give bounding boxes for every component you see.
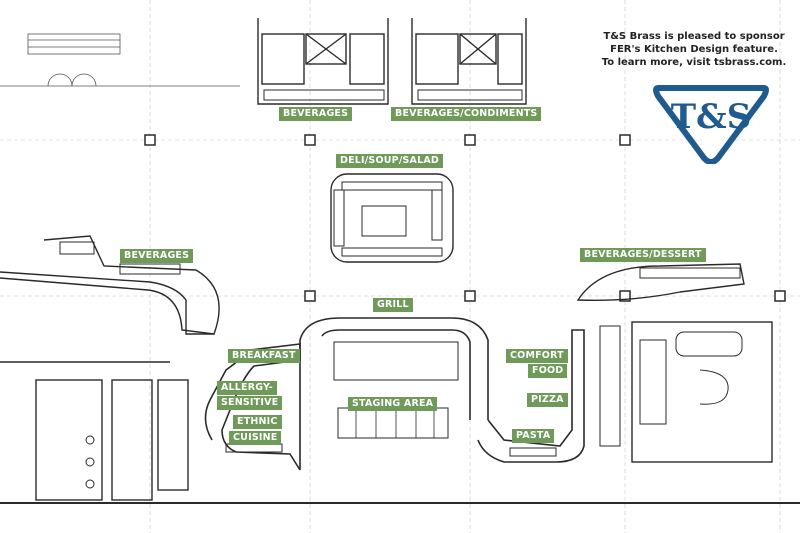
sponsor-line-2: FER's Kitchen Design feature. [610, 44, 778, 55]
label-beverages-condiments: BEVERAGES/CONDIMENTS [391, 107, 542, 121]
sponsor-line-1: T&S Brass is pleased to sponsor [603, 31, 785, 42]
lower-left-rooms [0, 361, 800, 504]
deli-island [330, 173, 454, 263]
label-food: FOOD [528, 364, 568, 378]
structural-columns [144, 134, 786, 302]
right-dessert-counter [576, 263, 745, 302]
sponsor-line-3: To learn more, visit tsbrass.com. [601, 57, 787, 68]
label-breakfast: BREAKFAST [228, 349, 300, 363]
label-beverages-dessert: BEVERAGES/DESSERT [580, 248, 706, 262]
label-deli-soup-salad: DELI/SOUP/SALAD [336, 154, 443, 168]
top-beverage-rooms [257, 18, 527, 105]
top-left-entry [0, 33, 240, 87]
label-beverages-top: BEVERAGES [279, 107, 353, 121]
logo-text: T&S [671, 97, 752, 137]
sponsor-note: T&S Brass is pleased to sponsor FER's Ki… [594, 30, 794, 69]
label-pizza: PIZZA [527, 393, 568, 407]
label-allergy: ALLERGY- [217, 381, 277, 395]
label-pasta: PASTA [512, 429, 555, 443]
ts-brass-logo: T&S [653, 85, 769, 164]
label-ethnic: ETHNIC [233, 415, 282, 429]
right-kitchen-area [599, 321, 773, 463]
left-beverage-counter [0, 235, 220, 335]
label-staging-area: STAGING AREA [348, 397, 438, 411]
label-cuisine: CUISINE [229, 431, 282, 445]
label-sensitive: SENSITIVE [217, 396, 283, 410]
label-comfort: COMFORT [506, 349, 568, 363]
label-grill: GRILL [373, 298, 413, 312]
label-beverages-left: BEVERAGES [120, 249, 194, 263]
